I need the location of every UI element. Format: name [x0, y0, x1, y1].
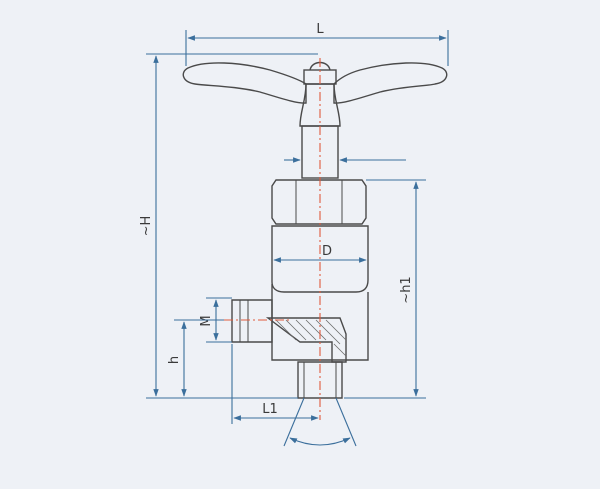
centerlines: [224, 58, 321, 420]
label-M: M: [199, 315, 214, 326]
label-L1: L1: [262, 402, 278, 417]
packing-nut: [271, 179, 367, 225]
label-L: L: [316, 22, 324, 37]
outlet-angle: [283, 397, 357, 447]
section-cutaway: [265, 317, 347, 363]
label-h1: ~h1: [399, 276, 414, 303]
dimension-D: D: [273, 244, 367, 263]
dimension-M: M: [199, 297, 232, 343]
dimension-h1: ~h1: [344, 179, 426, 399]
bonnet: [271, 225, 369, 293]
dimension-L1: L1: [231, 344, 319, 424]
label-D: D: [322, 244, 332, 259]
dimension-h: h: [167, 319, 232, 399]
side-port: [231, 299, 273, 343]
label-h: h: [167, 356, 182, 364]
dimension-L: L: [185, 22, 449, 66]
valve-body: [231, 225, 369, 399]
dimension-H: ~H: [139, 53, 318, 399]
handle-hub: [299, 83, 341, 127]
t-handle: [182, 61, 448, 127]
bottom-outlet: [297, 361, 343, 399]
label-H: ~H: [139, 216, 154, 237]
handle-left-arm: [182, 62, 307, 104]
section-hatching: [275, 319, 347, 357]
hex-nut-outline: [271, 179, 367, 225]
handle-right-arm: [333, 62, 448, 104]
